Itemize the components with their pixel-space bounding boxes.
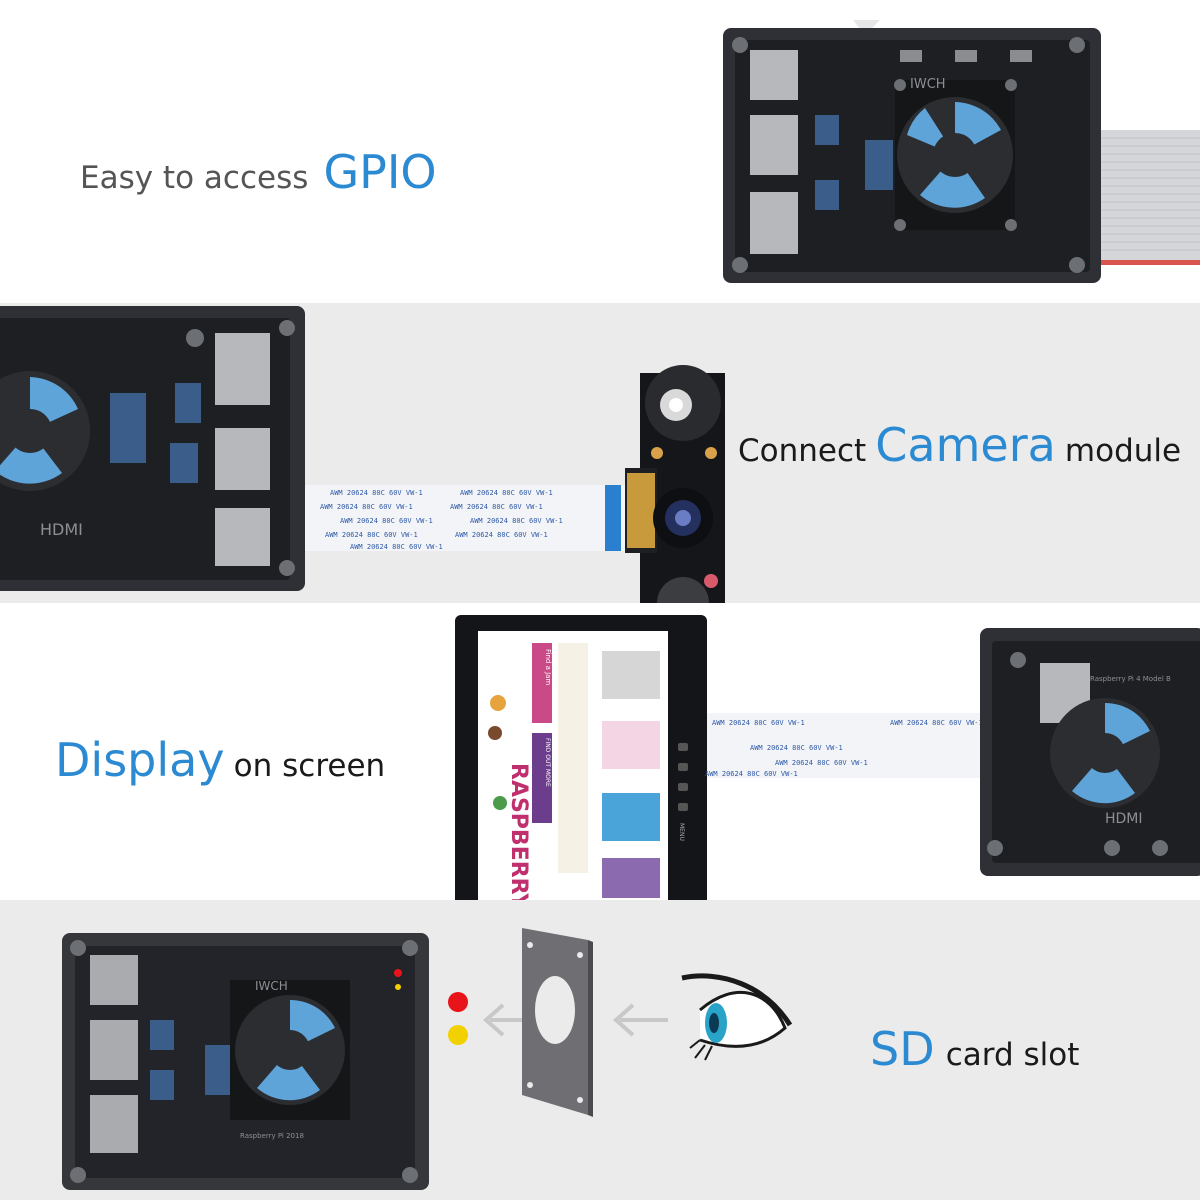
gpio-case-illustration: IWCH bbox=[723, 20, 1200, 283]
display-caption: Display on screen bbox=[55, 733, 385, 787]
screen-title-text: RASPBERRY JAM bbox=[506, 763, 531, 900]
ribbon-text-4: AWM 20624 80C 60V VW-1 bbox=[450, 503, 543, 511]
gpio-board-logo: IWCH bbox=[910, 77, 946, 92]
display-board-hdmi: HDMI bbox=[1105, 811, 1143, 827]
ribbon-text-2: AWM 20624 80C 60V VW-1 bbox=[460, 489, 553, 497]
monitor-button-label: MENU bbox=[678, 823, 685, 841]
ribbon-display-2: AWM 20624 80C 60V VW-1 bbox=[890, 719, 983, 727]
ribbon-text-3: AWM 20624 80C 60V VW-1 bbox=[320, 503, 413, 511]
camera-trail-text: module bbox=[1064, 433, 1182, 469]
led-yellow-icon bbox=[448, 1025, 468, 1045]
camera-caption: Connect Camera module bbox=[738, 418, 1181, 472]
sd-illustration: IWCH Raspberry Pi 2018 bbox=[62, 928, 793, 1190]
gpio-section: Easy to access GPIO bbox=[0, 0, 1200, 303]
gpio-highlight-text: GPIO bbox=[323, 145, 437, 199]
ribbon-text-8: AWM 20624 80C 60V VW-1 bbox=[455, 531, 548, 539]
ribbon-text-9: AWM 20624 80C 60V VW-1 bbox=[350, 543, 443, 551]
ribbon-text-5: AWM 20624 80C 60V VW-1 bbox=[340, 517, 433, 525]
screen-tile-2-text: FIND OUT MORE bbox=[544, 738, 551, 787]
camera-illustration: HDMI AWM 20624 80C 60V VW-1 AWM 20624 80… bbox=[0, 306, 725, 603]
ribbon-display-4: AWM 20624 80C 60V VW-1 bbox=[775, 759, 868, 767]
display-illustration: RASPBERRY JAM Find a Jam FIND OUT MORE M… bbox=[455, 615, 1200, 900]
gpio-lead-text: Easy to access bbox=[80, 160, 309, 196]
sd-highlight-text: SD bbox=[870, 1022, 935, 1076]
sd-trail-text: card slot bbox=[945, 1037, 1080, 1073]
eye-icon bbox=[681, 973, 793, 1061]
ribbon-display-5: AWM 20624 80C 60V VW-1 bbox=[705, 770, 798, 778]
ribbon-display-1: AWM 20624 80C 60V VW-1 bbox=[712, 719, 805, 727]
screen-tile-1-text: Find a Jam bbox=[544, 649, 552, 685]
screen-tagline: Meetups for people interested in making … bbox=[480, 633, 519, 636]
camera-lead-text: Connect bbox=[738, 433, 867, 469]
ribbon-text-1: AWM 20624 80C 60V VW-1 bbox=[330, 489, 423, 497]
sd-section: IWCH Raspberry Pi 2018 bbox=[0, 900, 1200, 1200]
ribbon-display-3: AWM 20624 80C 60V VW-1 bbox=[750, 744, 843, 752]
gpio-caption: Easy to access GPIO bbox=[80, 145, 437, 199]
ribbon-text-6: AWM 20624 80C 60V VW-1 bbox=[470, 517, 563, 525]
arrow-left-icon bbox=[612, 1003, 668, 1037]
ribbon-text-7: AWM 20624 80C 60V VW-1 bbox=[325, 531, 418, 539]
sd-board-logo: IWCH bbox=[255, 979, 288, 993]
display-section: Display on screen RASPBERRY JAM Find a J… bbox=[0, 603, 1200, 900]
camera-section: HDMI AWM 20624 80C 60V VW-1 AWM 20624 80… bbox=[0, 303, 1200, 603]
sd-caption: SD card slot bbox=[870, 1022, 1079, 1076]
arrow-left-icon bbox=[482, 1003, 523, 1037]
camera-highlight-text: Camera bbox=[875, 418, 1056, 472]
camera-board-hdmi: HDMI bbox=[40, 520, 83, 539]
display-board-name: Raspberry Pi 4 Model B bbox=[1090, 675, 1171, 683]
led-red-icon bbox=[448, 992, 468, 1012]
display-highlight-text: Display bbox=[55, 733, 225, 787]
sd-board-year: Raspberry Pi 2018 bbox=[240, 1132, 304, 1140]
display-trail-text: on screen bbox=[233, 748, 386, 784]
